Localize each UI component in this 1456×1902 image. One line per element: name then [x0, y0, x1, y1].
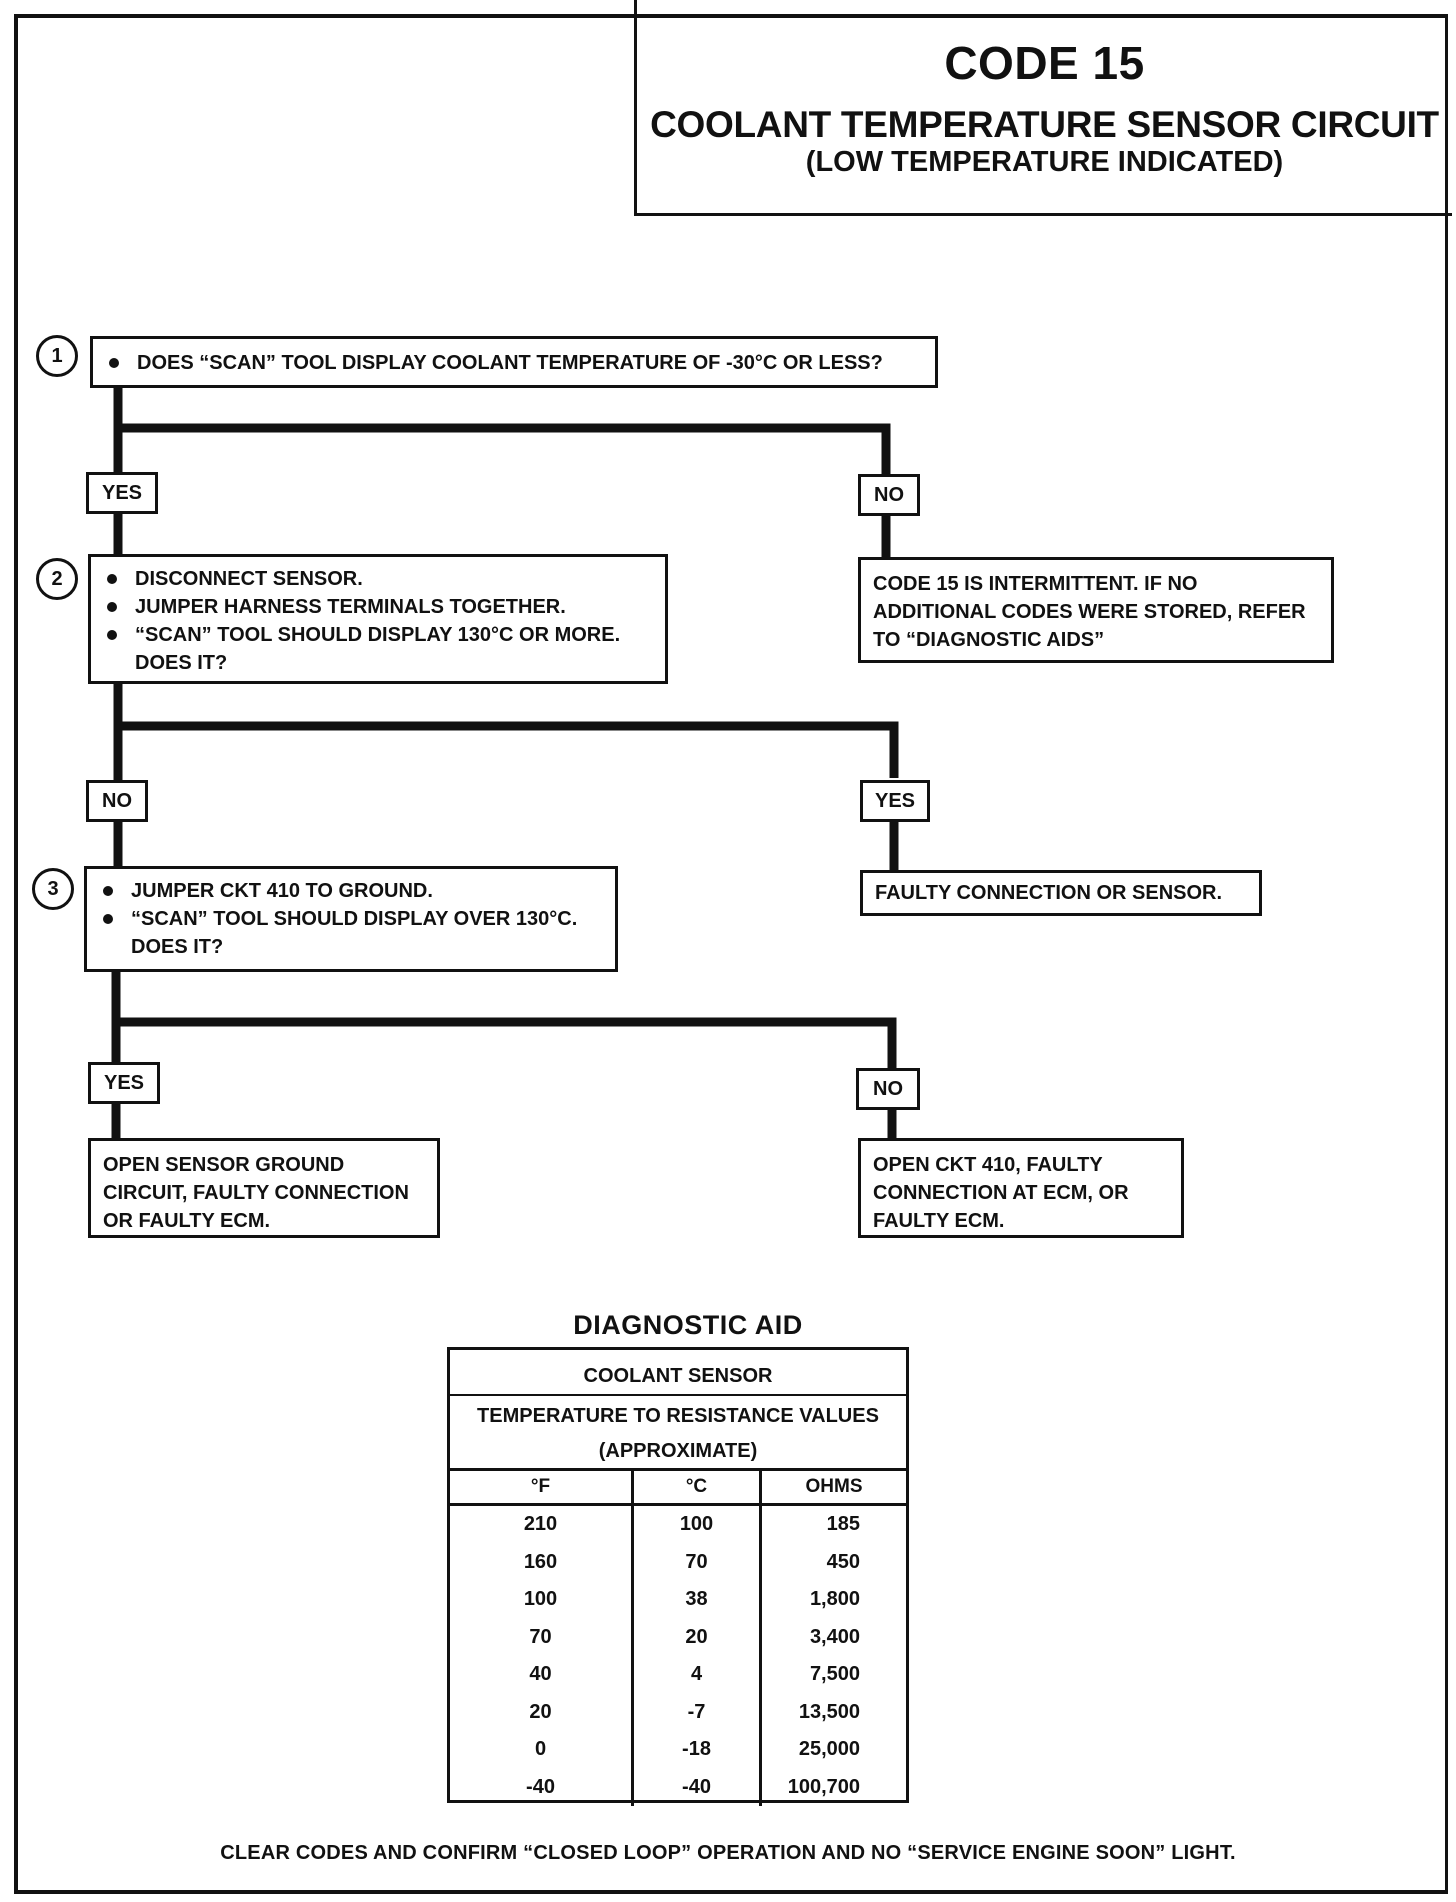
label-s3-yes: YES: [88, 1062, 160, 1104]
cell-ohms: 185: [759, 1504, 906, 1544]
cell-fahrenheit: 210: [523, 1513, 558, 1536]
cell-celsius: 4: [631, 1656, 761, 1694]
step-number-2: 2: [36, 558, 78, 600]
result-faulty-connection-line: FAULTY CONNECTION OR SENSOR.: [875, 882, 1223, 904]
cell-fahrenheit: 70: [529, 1625, 552, 1648]
label-s2-yes: YES: [860, 780, 930, 822]
result-intermittent-line: ADDITIONAL CODES WERE STORED, REFER: [873, 601, 1306, 623]
chart-subtitle: (LOW TEMPERATURE INDICATED): [805, 146, 1284, 178]
result-open-ckt-line: CONNECTION AT ECM, OR: [873, 1182, 1129, 1204]
result-open-ground-line: OPEN SENSOR GROUND: [103, 1154, 345, 1176]
cell-fahrenheit: 160: [523, 1550, 558, 1573]
cell-ohms: 3,400: [759, 1618, 906, 1656]
result-open-ckt-line: OPEN CKT 410, FAULTY: [873, 1154, 1103, 1176]
step-2-item: JUMPER HARNESS TERMINALS TOGETHER.: [107, 593, 655, 621]
cell-fahrenheit: 0: [534, 1738, 547, 1761]
result-open-ckt: OPEN CKT 410, FAULTY CONNECTION AT ECM, …: [858, 1138, 1184, 1238]
connector-s3-no: [112, 1017, 897, 1068]
result-faulty-connection: FAULTY CONNECTION OR SENSOR.: [860, 870, 1262, 916]
cell-ohms: 7,500: [759, 1656, 906, 1694]
cell-fahrenheit: 20: [529, 1700, 552, 1723]
title-block: CODE 15 COOLANT TEMPERATURE SENSOR CIRCU…: [634, 0, 1452, 216]
cell-celsius: -7: [631, 1693, 761, 1731]
label-s3-no: NO: [856, 1068, 920, 1110]
cell-ohms: 25,000: [759, 1731, 906, 1769]
table-subtitle: TEMPERATURE TO RESISTANCE VALUES (APPROX…: [450, 1396, 906, 1468]
diagnostic-aid-title: DIAGNOSTIC AID: [573, 1310, 803, 1340]
cell-ohms: 100,700: [759, 1768, 906, 1806]
chart-title: COOLANT TEMPERATURE SENSOR CIRCUIT: [650, 104, 1439, 145]
step-number-3: 3: [32, 868, 74, 910]
connector-s1-no: [114, 423, 891, 476]
cell-celsius: 100: [631, 1504, 761, 1544]
table-title: COOLANT SENSOR: [450, 1350, 906, 1396]
cell-fahrenheit: 40: [529, 1663, 552, 1686]
cell-fahrenheit: 100: [523, 1588, 558, 1611]
label-s1-yes: YES: [86, 472, 158, 514]
step-number-1: 1: [36, 335, 78, 377]
code-title: CODE 15: [944, 37, 1145, 89]
step-3-item: “SCAN” TOOL SHOULD DISPLAY OVER 130°C.: [103, 905, 605, 933]
label-s2-no: NO: [86, 780, 148, 822]
result-intermittent-line: TO “DIAGNOSTIC AIDS”: [873, 629, 1105, 651]
step-2-item: “SCAN” TOOL SHOULD DISPLAY 130°C OR MORE…: [107, 621, 655, 649]
result-open-ground-line: CIRCUIT, FAULTY CONNECTION: [103, 1182, 409, 1204]
connector-s2-yes: [114, 721, 899, 778]
cell-celsius: 38: [631, 1581, 761, 1619]
cell-fahrenheit: -40: [526, 1775, 555, 1798]
page-frame: [14, 14, 1448, 1894]
result-open-ground-line: OR FAULTY ECM.: [103, 1210, 271, 1232]
cell-celsius: 20: [631, 1618, 761, 1656]
cell-celsius: 70: [631, 1543, 761, 1581]
coolant-sensor-table: COOLANT SENSOR TEMPERATURE TO RESISTANCE…: [447, 1347, 909, 1806]
table-subtitle-line-1: TEMPERATURE TO RESISTANCE VALUES: [477, 1405, 879, 1427]
result-intermittent-line: CODE 15 IS INTERMITTENT. IF NO: [873, 573, 1198, 595]
column-header-ohms: OHMS: [759, 1468, 906, 1506]
step-2-question: DOES IT?: [135, 652, 228, 674]
table-header-row: °F °C OHMS: [450, 1468, 906, 1506]
cell-ohms: 13,500: [759, 1693, 906, 1731]
column-header-celsius: °C: [631, 1468, 761, 1506]
cell-celsius: -18: [631, 1731, 761, 1769]
footer-instruction: CLEAR CODES AND CONFIRM “CLOSED LOOP” OP…: [220, 1842, 1236, 1864]
step-1-item: DOES “SCAN” TOOL DISPLAY COOLANT TEMPERA…: [109, 349, 925, 377]
cell-ohms: 450: [759, 1543, 906, 1581]
step-2-item: DISCONNECT SENSOR.: [107, 565, 655, 593]
label-s1-no: NO: [858, 474, 920, 516]
table-subtitle-line-2: (APPROXIMATE): [598, 1440, 758, 1462]
result-intermittent: CODE 15 IS INTERMITTENT. IF NO ADDITIONA…: [858, 557, 1334, 663]
step-3-item: JUMPER CKT 410 TO GROUND.: [103, 877, 605, 905]
cell-celsius: -40: [631, 1768, 761, 1806]
step-3-question: DOES IT?: [131, 936, 224, 958]
step-box-1: DOES “SCAN” TOOL DISPLAY COOLANT TEMPERA…: [90, 336, 938, 388]
cell-ohms: 1,800: [759, 1581, 906, 1619]
result-open-ckt-line: FAULTY ECM.: [873, 1210, 1005, 1232]
step-box-2: DISCONNECT SENSOR. JUMPER HARNESS TERMIN…: [88, 554, 668, 684]
result-open-ground: OPEN SENSOR GROUND CIRCUIT, FAULTY CONNE…: [88, 1138, 440, 1238]
column-header-fahrenheit: °F: [450, 1468, 633, 1506]
step-box-3: JUMPER CKT 410 TO GROUND. “SCAN” TOOL SH…: [84, 866, 618, 972]
